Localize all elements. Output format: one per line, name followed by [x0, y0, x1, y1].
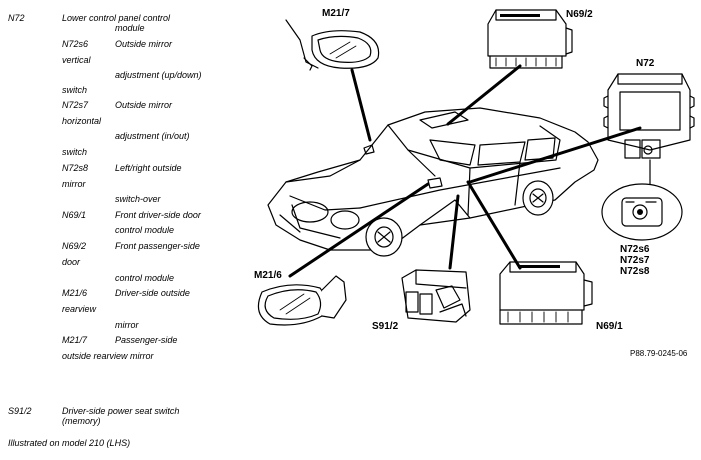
- legend-code-n72s7: N72s7: [62, 100, 89, 110]
- legend-desc-n692: door: [62, 257, 81, 267]
- legend-desc-m216: mirror: [115, 320, 139, 330]
- figure-reference: P88.79-0245-06: [630, 349, 688, 358]
- legend-desc-m216: Driver-side outside: [115, 288, 190, 298]
- label-m21-7: M21/7: [322, 8, 350, 19]
- legend-code-n691: N69/1: [62, 210, 87, 220]
- legend-code-n72s8: N72s8: [62, 163, 89, 173]
- legend-desc-n72s8: switch-over: [115, 194, 161, 204]
- legend-desc-m216: rearview: [62, 304, 97, 314]
- legend-code-n72s6: N72s6: [62, 39, 89, 49]
- legend-code-s912: S91/2: [8, 406, 32, 416]
- seat-switch-illustration: [401, 269, 471, 323]
- driver-mirror-illustration: [257, 275, 347, 326]
- legend-code-n72: N72: [8, 13, 25, 23]
- legend-desc-n72s8: mirror: [62, 179, 86, 189]
- lower-control-panel-illustration: [601, 73, 695, 241]
- legend-code-m217: M21/7: [62, 335, 88, 345]
- legend-desc-s912: Driver-side power seat switch: [62, 406, 180, 416]
- legend-desc-m217: outside rearview mirror: [62, 351, 154, 361]
- passenger-door-module-illustration: [487, 9, 573, 69]
- passenger-mirror-illustration: [285, 19, 380, 71]
- legend-desc-n691: control module: [115, 225, 175, 235]
- legend-desc-n72: module: [115, 23, 145, 33]
- legend-desc-n692: Front passenger-side: [115, 241, 200, 251]
- label-s91-2: S91/2: [372, 321, 399, 332]
- label-n72s8: N72s8: [620, 266, 650, 277]
- legend-desc-n72s7: Outside mirror: [115, 100, 173, 110]
- model-note: Illustrated on model 210 (LHS): [8, 438, 131, 448]
- legend-desc-n72s6: vertical: [62, 55, 91, 65]
- legend-desc-m217: Passenger-side: [115, 335, 178, 345]
- label-n69-1: N69/1: [596, 321, 623, 332]
- label-n69-2: N69/2: [566, 9, 593, 20]
- label-n72s6: N72s6: [620, 244, 650, 255]
- legend-desc-s912: (memory): [62, 416, 101, 426]
- legend-desc-n691: Front driver-side door: [115, 210, 201, 220]
- legend-desc-n72s7: horizontal: [62, 116, 102, 126]
- legend-desc-n72s7: switch: [62, 147, 88, 157]
- legend-desc-n72s6: adjustment (up/down): [115, 70, 202, 80]
- legend-desc-n72: Lower control panel control: [62, 13, 171, 23]
- legend-desc-n72s8: Left/right outside: [115, 163, 182, 173]
- legend-code-n692: N69/2: [62, 241, 87, 251]
- legend-desc-n72s6: switch: [62, 85, 88, 95]
- legend-code-m216: M21/6: [62, 288, 88, 298]
- label-m21-6: M21/6: [254, 270, 282, 281]
- leader-lines: [288, 64, 642, 278]
- legend-desc-n692: control module: [115, 273, 175, 283]
- vehicle-illustration: [267, 107, 599, 257]
- component-legend: N72 Lower control panel control module N…: [0, 0, 250, 460]
- legend-desc-n72s7: adjustment (in/out): [115, 131, 190, 141]
- label-n72: N72: [636, 58, 655, 69]
- driver-door-module-illustration: [499, 261, 593, 325]
- label-n72s7: N72s7: [620, 255, 650, 266]
- legend-desc-n72s6: Outside mirror: [115, 39, 173, 49]
